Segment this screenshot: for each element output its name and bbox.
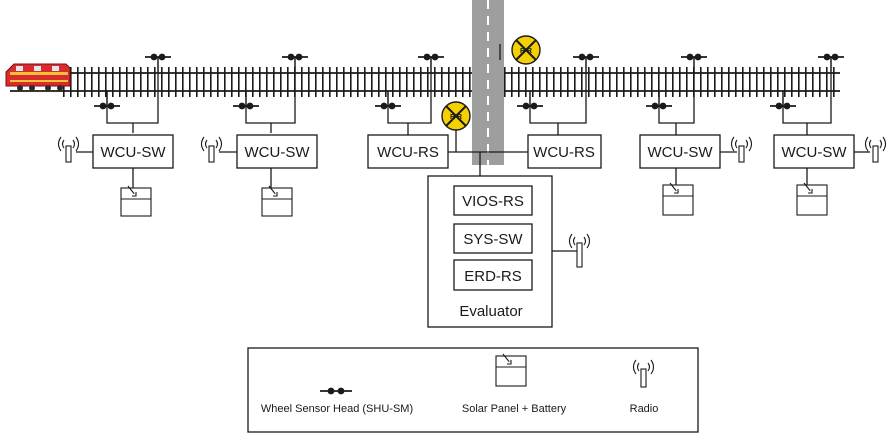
legend-solar-label: Solar Panel + Battery [462, 403, 567, 415]
evaluator-unit: VIOS-RS SYS-SW ERD-RS Evaluator [427, 175, 553, 328]
radio-icon [200, 136, 223, 163]
wcu-rs-unit: WCU-RS [527, 134, 602, 169]
legend-box [247, 347, 699, 433]
legend: Wheel Sensor Head (SHU-SM) Solar Panel +… [247, 347, 699, 433]
solar-panel-icon [120, 185, 152, 217]
crossing-sign-text: R R [450, 114, 462, 121]
wcu-rs-unit: WCU-RS [367, 134, 449, 169]
wheel-sensor-icon [573, 53, 599, 73]
erd-rs-label: ERD-RS [464, 268, 522, 285]
vios-rs-label: VIOS-RS [462, 193, 524, 210]
sys-sw-label: SYS-SW [463, 231, 523, 248]
wheel-sensor-icon [818, 53, 844, 73]
wheel-sensor-icon [145, 53, 171, 73]
legend-radio-label: Radio [630, 403, 659, 415]
wcu-sw-unit: WCU-SW [92, 134, 174, 169]
wcu-label: WCU-SW [648, 144, 714, 161]
railroad-crossing-icon: R R [441, 101, 471, 131]
evaluator-title: Evaluator [459, 303, 522, 320]
sensors-top [145, 53, 844, 73]
radio-icon [568, 233, 591, 268]
radio-icon [864, 136, 887, 163]
railway-track [10, 67, 840, 97]
train-icon [5, 63, 71, 91]
wheel-sensor-icon [320, 387, 352, 395]
wcu-label: WCU-SW [245, 144, 311, 161]
solar-panel-icon [261, 185, 293, 217]
wheel-sensor-icon [418, 53, 444, 73]
wcu-sw-unit: WCU-SW [639, 134, 721, 169]
road [472, 0, 504, 165]
vios-rs-box [453, 185, 533, 216]
wcu-label: WCU-SW [782, 144, 848, 161]
radio-icon [730, 136, 753, 163]
wcu-sw-unit: WCU-SW [236, 134, 318, 169]
track-ties [60, 67, 840, 97]
solar-panel-icon [662, 182, 694, 216]
wcu-label: WCU-RS [377, 144, 439, 161]
wheel-sensor-icon [282, 53, 308, 73]
solar-panel-icon [495, 353, 527, 387]
legend-sensor-label: Wheel Sensor Head (SHU-SM) [261, 403, 413, 415]
crossing-sign-text: R R [520, 48, 532, 55]
radio-icon [57, 136, 80, 163]
sys-sw-box [453, 223, 533, 254]
solar-panel-icon [796, 182, 828, 216]
erd-rs-box [453, 259, 533, 291]
wcu-label: WCU-SW [101, 144, 167, 161]
railroad-crossing-icon: R R [511, 35, 541, 65]
radio-icon [632, 359, 655, 388]
wcu-sw-unit: WCU-SW [773, 134, 855, 169]
wcu-label: WCU-RS [533, 144, 595, 161]
wheel-sensor-icon [681, 53, 707, 73]
